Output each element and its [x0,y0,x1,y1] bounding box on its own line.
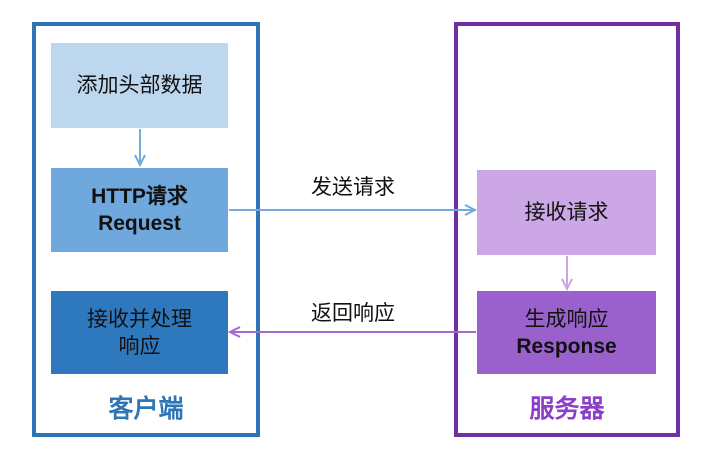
node-generate-response: 生成响应 Response [477,291,656,374]
node-receive-request-text: 接收请求 [524,201,609,224]
node-generate-response-line2: Response [516,334,617,358]
node-receive-request: 接收请求 [477,170,656,255]
node-http-request: HTTP请求 Request [51,168,228,252]
node-http-request-line1: HTTP请求 [91,185,188,208]
node-receive-process-line2: 响应 [118,334,161,358]
node-receive-process-response: 接收并处理 响应 [51,291,228,374]
send-request-label: 发送请求 [311,176,395,199]
node-generate-response-line1: 生成响应 [524,307,609,331]
node-add-header-text: 添加头部数据 [76,74,203,97]
node-receive-process-line1: 接收并处理 [87,307,192,331]
return-response-label: 返回响应 [311,302,395,325]
node-add-header: 添加头部数据 [51,43,228,128]
server-label: 服务器 [529,395,605,423]
client-label: 客户端 [108,395,184,423]
node-http-request-line2: Request [98,212,181,235]
